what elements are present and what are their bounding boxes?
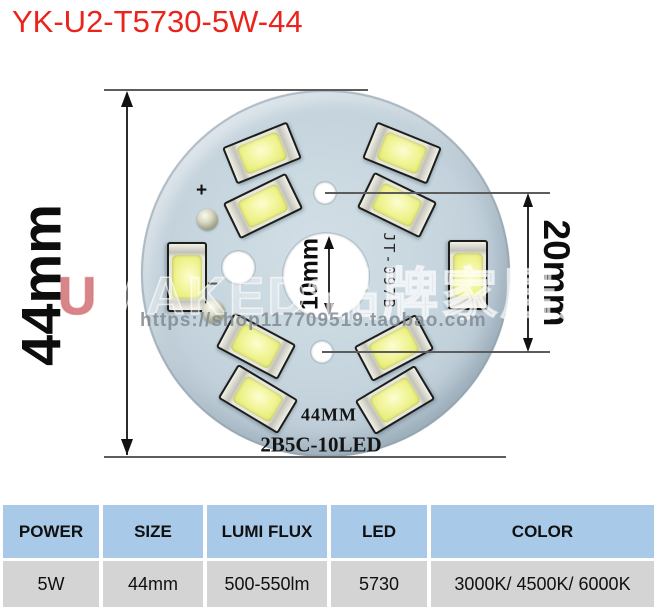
header-color: COLOR bbox=[431, 505, 654, 558]
spec-table: POWER SIZE LUMI FLUX LED COLOR 5W 44mm 5… bbox=[3, 505, 654, 607]
header-led: LED bbox=[331, 505, 427, 558]
led-phosphor bbox=[453, 253, 483, 297]
value-power: 5W bbox=[3, 561, 99, 607]
dim-10mm-label: 10mm bbox=[295, 237, 324, 311]
dim-44mm-line bbox=[126, 93, 128, 455]
value-lumi-flux: 500-550lm bbox=[207, 561, 327, 607]
value-color: 3000K/ 4500K/ 6000K bbox=[431, 561, 654, 607]
dim-10mm-arrow-up bbox=[324, 236, 334, 249]
product-title: YK-U2-T5730-5W-44 bbox=[12, 4, 303, 39]
dim-44mm-arrow-down bbox=[121, 439, 133, 455]
spec-table-value-row: 5W 44mm 500-550lm 5730 3000K/ 4500K/ 600… bbox=[3, 561, 654, 607]
dim-44mm-tick-top bbox=[104, 89, 368, 91]
polarity-minus-mark: − bbox=[207, 274, 219, 295]
dim-20mm-label: 20mm bbox=[536, 219, 577, 327]
header-lumi-flux: LUMI FLUX bbox=[207, 505, 327, 558]
dim-10mm-arrow-down bbox=[324, 303, 334, 316]
spec-table-header-row: POWER SIZE LUMI FLUX LED COLOR bbox=[3, 505, 654, 558]
dim-20mm-tick-bottom bbox=[322, 351, 550, 353]
header-power: POWER bbox=[3, 505, 99, 558]
dim-10mm-line bbox=[328, 240, 330, 312]
header-size: SIZE bbox=[103, 505, 203, 558]
silkscreen-code: JT-097B bbox=[380, 232, 398, 310]
dim-20mm-tick-top bbox=[325, 192, 550, 194]
dim-44mm-arrow-up bbox=[121, 91, 133, 107]
led-chip bbox=[167, 242, 207, 312]
silkscreen-size-label: 44MM bbox=[301, 404, 357, 425]
solder-pad-positive bbox=[197, 209, 218, 230]
dim-20mm-line bbox=[527, 196, 529, 348]
solder-pad-negative bbox=[202, 300, 225, 323]
led-phosphor bbox=[172, 255, 202, 299]
dim-20mm-arrow-down bbox=[523, 338, 533, 352]
value-led: 5730 bbox=[331, 561, 427, 607]
screw-hole-left bbox=[222, 251, 255, 284]
dim-44mm-label: 44mm bbox=[9, 204, 73, 366]
dim-20mm-arrow-up bbox=[523, 193, 533, 207]
led-chip bbox=[448, 240, 488, 310]
value-size: 44mm bbox=[103, 561, 203, 607]
polarity-plus-mark: + bbox=[196, 180, 208, 201]
silkscreen-model-label: 2B5C-10LED bbox=[260, 432, 382, 457]
dim-44mm-tick-bottom bbox=[104, 456, 506, 458]
